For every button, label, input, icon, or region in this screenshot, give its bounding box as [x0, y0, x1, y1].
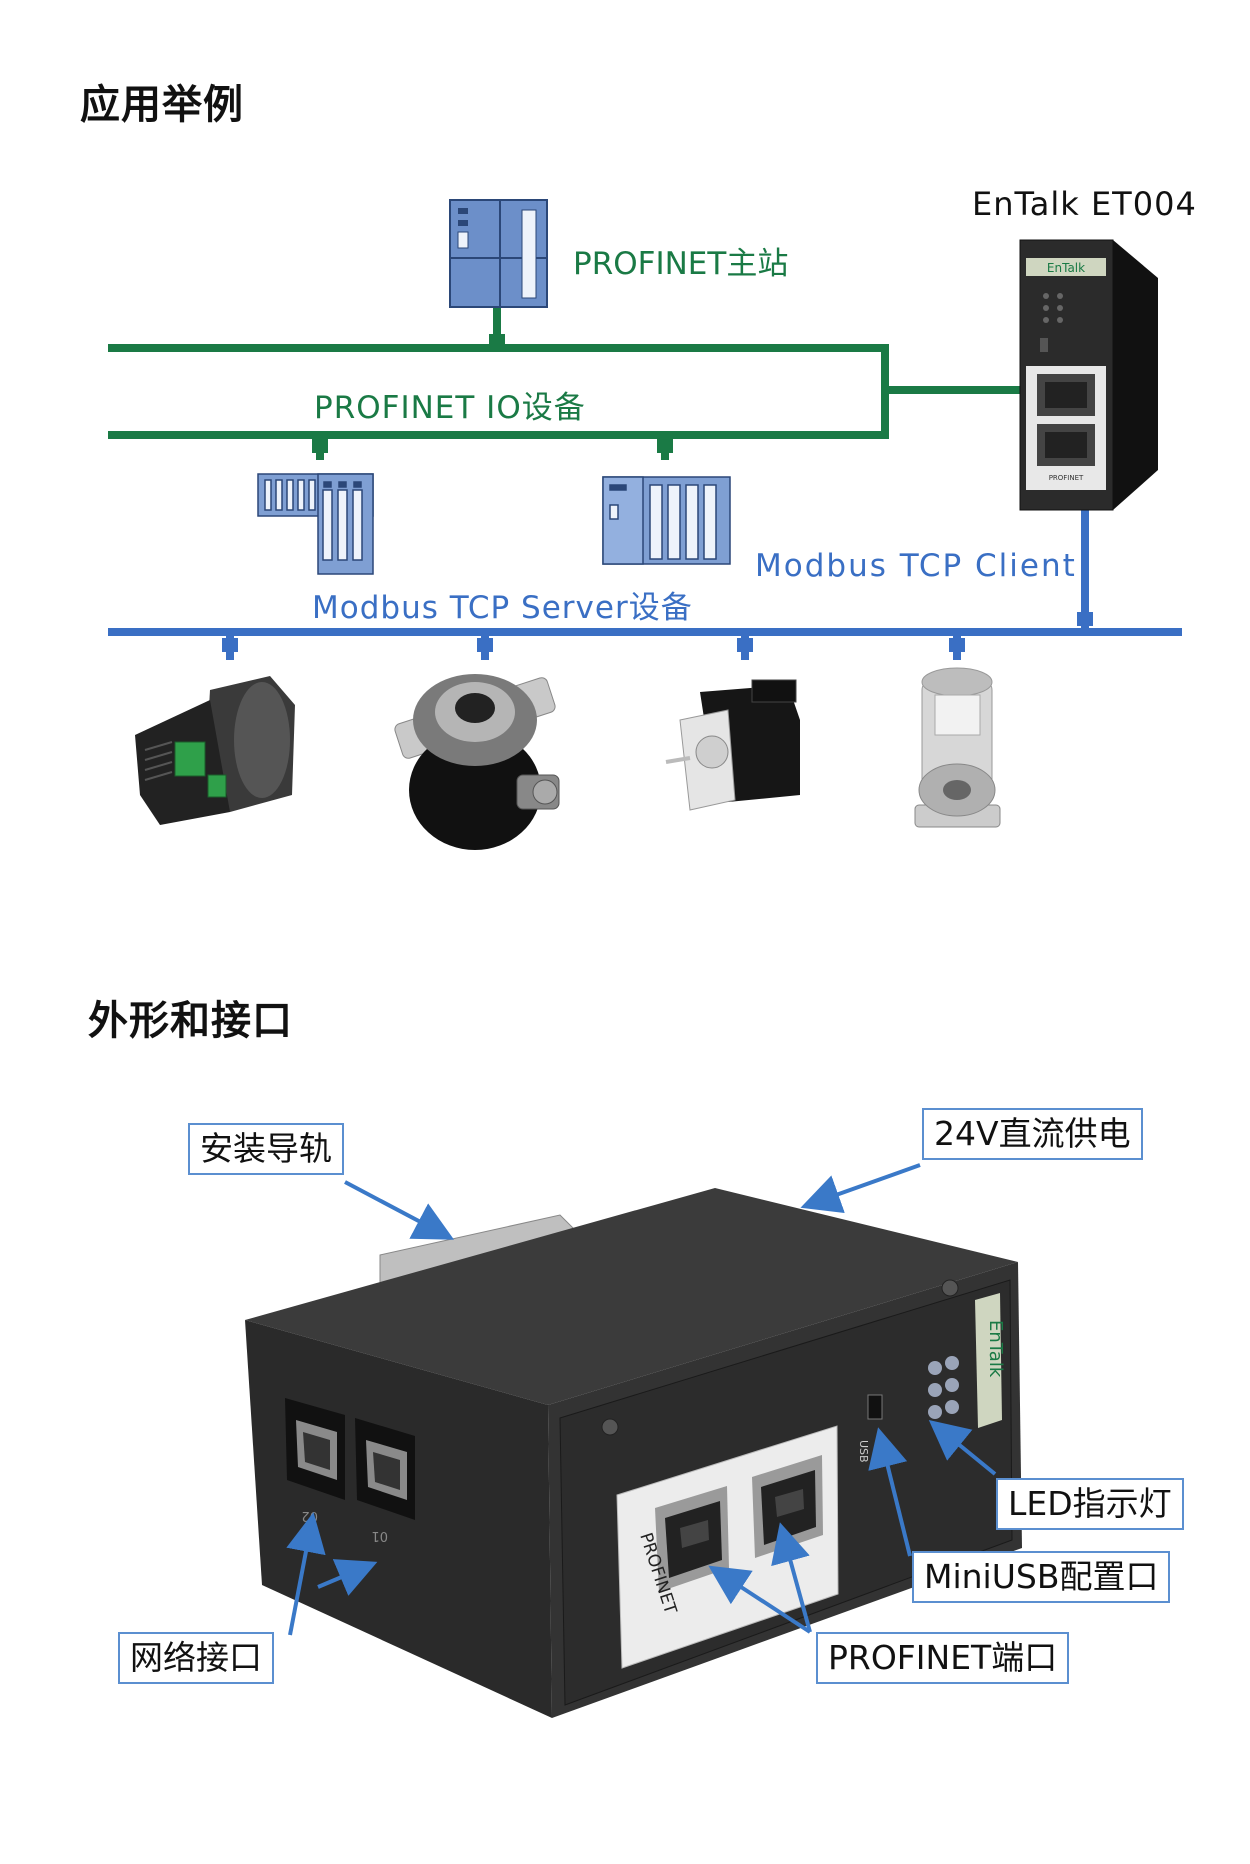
screw	[941, 1279, 959, 1297]
screw	[601, 1418, 619, 1436]
integrated-stepper-motor-image	[135, 676, 295, 825]
network-port-2	[285, 1398, 345, 1500]
gateway-logo-plate	[1026, 258, 1106, 276]
profinet-io-device-icon-2	[602, 476, 731, 565]
connector-node	[657, 439, 673, 453]
callout-usb: MiniUSB配置口	[912, 1551, 1171, 1603]
arrow-profinet-2	[771, 1522, 812, 1633]
callout-rail: 安装导轨	[188, 1123, 344, 1175]
gateway-usb-port	[1040, 338, 1048, 352]
network-port-1	[355, 1418, 415, 1520]
servo-motor-image	[665, 679, 800, 811]
device-logo-plate	[975, 1293, 1002, 1428]
mini-usb-port	[867, 1394, 883, 1420]
connector-node	[477, 638, 493, 652]
modbus-server-label: Modbus TCP Server设备	[312, 590, 693, 626]
arrow-power	[800, 1163, 921, 1214]
section-heading-appearance: 外形和接口	[88, 998, 293, 1044]
arrow-profinet-1	[708, 1565, 812, 1634]
connector-node	[489, 334, 505, 348]
modbus-client-label: Modbus TCP Client	[755, 548, 1077, 584]
entalk-gateway-device: EnTalk PROFINET	[1019, 239, 1158, 511]
callout-led: LED指示灯	[996, 1478, 1184, 1530]
profinet-port-1	[655, 1486, 729, 1592]
callout-network: 网络接口	[118, 1632, 274, 1684]
connector-node	[737, 638, 753, 652]
profinet-io-device-icon-1	[257, 473, 374, 575]
profinet-io-label: PROFINET IO设备	[314, 390, 586, 426]
device-top-surface	[245, 1188, 1018, 1405]
port-number-01: 01	[371, 1528, 388, 1543]
profinet-master-plc-icon	[449, 199, 548, 308]
arrow-rail	[344, 1180, 455, 1240]
profinet-master-label: PROFINET主站	[573, 246, 789, 282]
arrow-network-1	[286, 1512, 326, 1636]
usb-text: USB	[857, 1440, 870, 1463]
device-logo-text: EnTalk	[985, 1320, 1006, 1378]
gateway-model-label: EnTalk ET004	[972, 185, 1197, 223]
absolute-encoder-image	[914, 667, 1001, 828]
callout-arrows	[286, 1163, 997, 1636]
hollow-shaft-encoder-image	[394, 674, 560, 850]
gateway-logo-text: EnTalk	[1047, 261, 1085, 275]
connector-node	[949, 638, 965, 652]
port-number-02: 02	[301, 1508, 318, 1523]
section-heading-application: 应用举例	[80, 82, 244, 128]
led-indicators	[928, 1356, 959, 1419]
connector-node	[312, 439, 328, 453]
connector-node	[1077, 612, 1093, 626]
callout-profinet: PROFINET端口	[816, 1632, 1070, 1684]
arrow-network-2	[317, 1559, 378, 1596]
arrow-led	[928, 1419, 997, 1476]
callout-power: 24V直流供电	[922, 1108, 1143, 1160]
arrow-usb	[868, 1427, 912, 1557]
gateway-port-label: PROFINET	[1049, 474, 1084, 482]
connector-node	[222, 638, 238, 652]
